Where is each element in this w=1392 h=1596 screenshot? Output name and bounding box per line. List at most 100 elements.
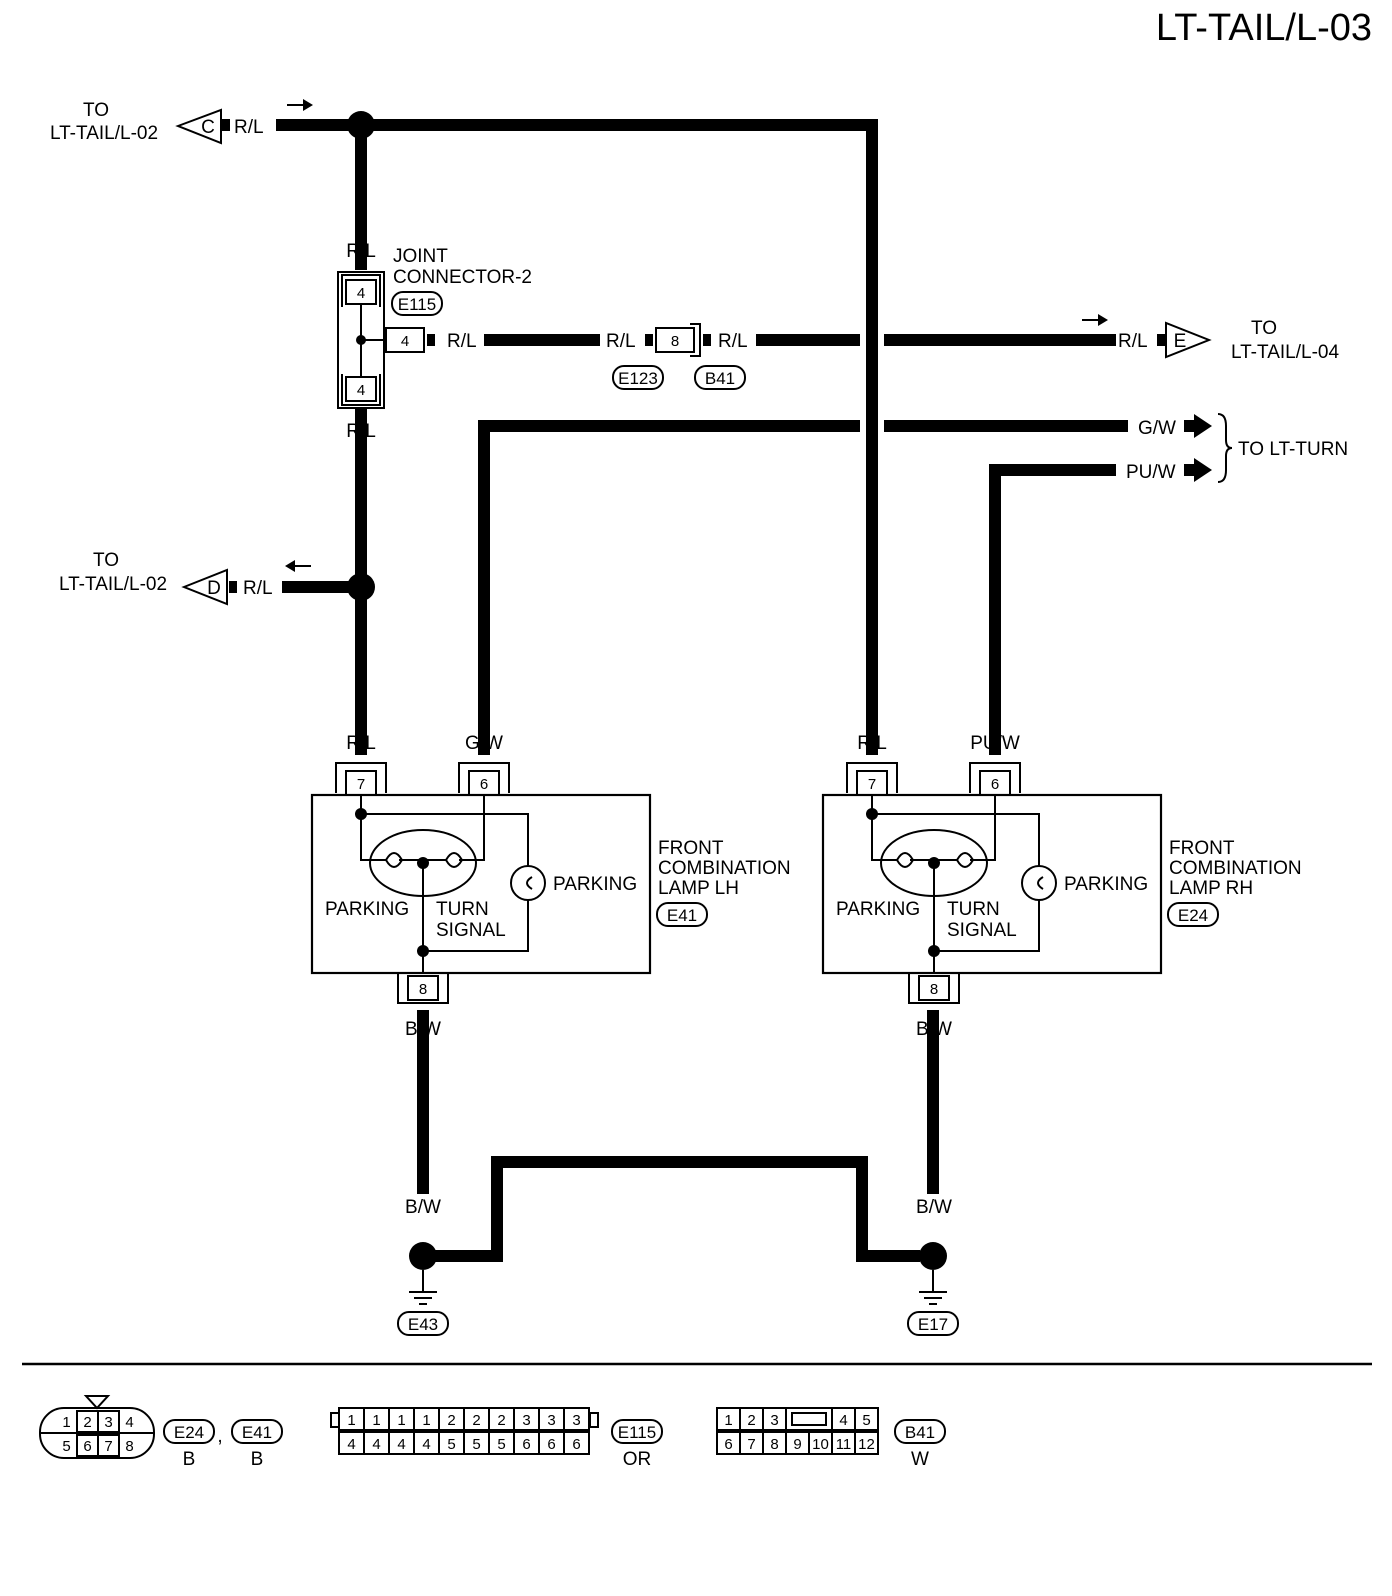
- wire-gw-a: [478, 420, 860, 755]
- pin-number: 5: [62, 1438, 70, 1455]
- offpage-lt-turn: G/W PU/W TO LT-TURN: [1126, 413, 1348, 483]
- connector-id-oval: [397, 1311, 449, 1336]
- filament-icon: [526, 876, 533, 890]
- pin-number: 2: [497, 1412, 505, 1429]
- connector-id-oval: [612, 365, 664, 390]
- pin-number: 6: [522, 1436, 530, 1453]
- pin-cell: [563, 1407, 590, 1431]
- pin-number: 12: [858, 1436, 875, 1453]
- terminal-icon: [645, 334, 653, 346]
- arrow-head-icon: [1098, 314, 1108, 326]
- pin-number: 5: [497, 1436, 505, 1453]
- lh-internal-wire: [423, 900, 529, 952]
- c12a-id: E115: [618, 1423, 656, 1442]
- direction-arrows: [285, 99, 1108, 572]
- ground-right-id: E17: [918, 1315, 948, 1334]
- terminal-icon: [1184, 464, 1194, 476]
- rh-pin-a: 7: [868, 776, 876, 793]
- rh-name-line2: COMBINATION: [1169, 858, 1302, 879]
- ground-left-id: E43: [408, 1315, 438, 1334]
- pin-number: 7: [747, 1436, 755, 1453]
- c8-color-1: B: [183, 1449, 196, 1470]
- pin-number: 1: [347, 1412, 355, 1429]
- offpage-c-wire: R/L: [234, 117, 264, 138]
- ground-left-wire-bw: B/W: [405, 1197, 441, 1218]
- connector-key-slot: [791, 1412, 827, 1426]
- pin-number: 4: [422, 1436, 430, 1453]
- pin-number: 2: [447, 1412, 455, 1429]
- lh-name-line2: COMBINATION: [658, 858, 791, 879]
- turn-target: TO LT-TURN: [1238, 439, 1348, 460]
- connector-bracket: [846, 762, 898, 793]
- lh-label-turn2: SIGNAL: [436, 920, 506, 941]
- terminal-icon: [229, 581, 237, 593]
- terminal-icon: [1157, 334, 1165, 346]
- lh-wire-gnd: B/W: [405, 1019, 441, 1040]
- offpage-connector-c: TO LT-TAIL/L-02 C R/L: [50, 100, 264, 145]
- joint-wire-side: R/L: [447, 331, 477, 352]
- lh-pin-gnd-box: [407, 975, 439, 1001]
- terminal-icon: [427, 334, 435, 346]
- rh-pin-gnd: 8: [930, 981, 938, 998]
- offpage-triangle-icon: [1165, 321, 1212, 359]
- rh-internal-wire: [970, 795, 996, 861]
- offpage-d-to: TO: [93, 550, 119, 571]
- connector-bracket: [458, 762, 510, 793]
- pin-number: 1: [62, 1414, 70, 1431]
- joint-wire-top: R/L: [346, 241, 376, 262]
- connector-bracket: [341, 274, 381, 307]
- connector-id-oval: [656, 902, 708, 927]
- connector-bracket: [690, 323, 701, 357]
- lh-label-parking-right: PARKING: [553, 874, 637, 895]
- rh-label-parking-left: PARKING: [836, 899, 920, 920]
- c12a-color: OR: [623, 1449, 652, 1470]
- connector-bracket: [341, 374, 381, 406]
- pin-number: 3: [770, 1412, 778, 1429]
- ground-symbol-icon: [409, 1270, 437, 1305]
- turn-wire-puw: PU/W: [1126, 462, 1176, 483]
- joint-wire-bottom: R/L: [346, 421, 376, 442]
- pin-number: 4: [125, 1414, 133, 1431]
- page-title: LT-TAIL/L-03: [1156, 7, 1372, 49]
- pin-number: 6: [547, 1436, 555, 1453]
- offpage-connector-d: TO LT-TAIL/L-02 D R/L: [59, 550, 273, 606]
- pin-number: 2: [472, 1412, 480, 1429]
- lh-pin-a: 7: [357, 776, 365, 793]
- joint-pin-top: 4: [357, 285, 365, 302]
- pin-number: 10: [812, 1436, 829, 1453]
- pin-cell: [563, 1431, 590, 1455]
- offpage-e-letter: E: [1174, 331, 1187, 352]
- wire-rl-top: [276, 119, 878, 755]
- ground-right-wire-b: B: [856, 1197, 869, 1218]
- pin-number: 8: [770, 1436, 778, 1453]
- pin-number: 5: [472, 1436, 480, 1453]
- connector-lock-icon: [83, 1395, 111, 1410]
- c12b-id: B41: [905, 1423, 935, 1442]
- ground-e17: B B/W E17: [856, 1197, 959, 1336]
- lh-pin-gnd: 8: [419, 981, 427, 998]
- pin-number: 3: [104, 1414, 112, 1431]
- offpage-c-letter: C: [201, 117, 215, 138]
- c12b-color: W: [911, 1449, 929, 1470]
- pin-number: 4: [347, 1436, 355, 1453]
- terminal-icon: [222, 119, 230, 131]
- offpage-c-target: LT-TAIL/L-02: [50, 123, 158, 144]
- rh-pin-b: 6: [991, 776, 999, 793]
- joint-pin-bottom: 4: [357, 382, 365, 399]
- pin-number: 3: [547, 1412, 555, 1429]
- lh-wire-b: G/W: [465, 733, 503, 754]
- wires: [276, 119, 1128, 1262]
- lh-label-turn1: TURN: [436, 899, 489, 920]
- connector-tab: [589, 1412, 599, 1428]
- offpage-triangle-icon: [175, 108, 222, 145]
- ground-e43: B/W B E43: [397, 1197, 503, 1336]
- c8-sep: ,: [217, 1426, 222, 1447]
- rh-label-turn2: SIGNAL: [947, 920, 1017, 941]
- connector-bracket: [335, 762, 387, 793]
- joint-name-line1: JOINT: [393, 246, 448, 267]
